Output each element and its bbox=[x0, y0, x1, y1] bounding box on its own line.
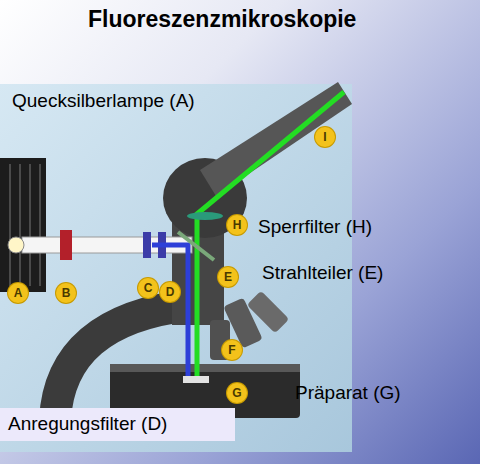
filter-caption-box: Anregungsfilter (D) bbox=[0, 408, 235, 441]
callout-letter: E bbox=[218, 267, 238, 287]
part-label: Strahlteiler (E) bbox=[262, 262, 383, 284]
beam-splitter bbox=[178, 232, 214, 260]
eyepiece bbox=[200, 82, 352, 196]
box-text: Anregungsfilter (D) bbox=[8, 413, 227, 435]
callout-letter: D bbox=[160, 282, 180, 302]
page-title: Fluoreszenzmikroskopie bbox=[88, 6, 356, 33]
objective bbox=[247, 291, 289, 333]
callout-letter: G bbox=[227, 383, 247, 403]
excitation-beam bbox=[152, 245, 188, 376]
part-label: Quecksilberlampe (A) bbox=[12, 90, 195, 112]
lens-ring bbox=[60, 230, 72, 260]
housing-ribs bbox=[10, 164, 40, 286]
callout-letter: C bbox=[138, 278, 158, 298]
callout-letter: B bbox=[56, 283, 76, 303]
barrier-filter bbox=[187, 212, 223, 220]
part-label: Sperrfilter (H) bbox=[258, 216, 372, 238]
filter-ring bbox=[143, 232, 151, 258]
specimen bbox=[183, 376, 209, 383]
callout-letter: A bbox=[8, 283, 28, 303]
callout-letter: I bbox=[315, 127, 335, 147]
bulb bbox=[8, 237, 24, 253]
part-label: Präparat (G) bbox=[295, 382, 401, 404]
callout-letter: F bbox=[222, 340, 242, 360]
stage-top bbox=[110, 364, 300, 372]
lamp-housing bbox=[0, 158, 46, 292]
callout-letter: H bbox=[227, 215, 247, 235]
